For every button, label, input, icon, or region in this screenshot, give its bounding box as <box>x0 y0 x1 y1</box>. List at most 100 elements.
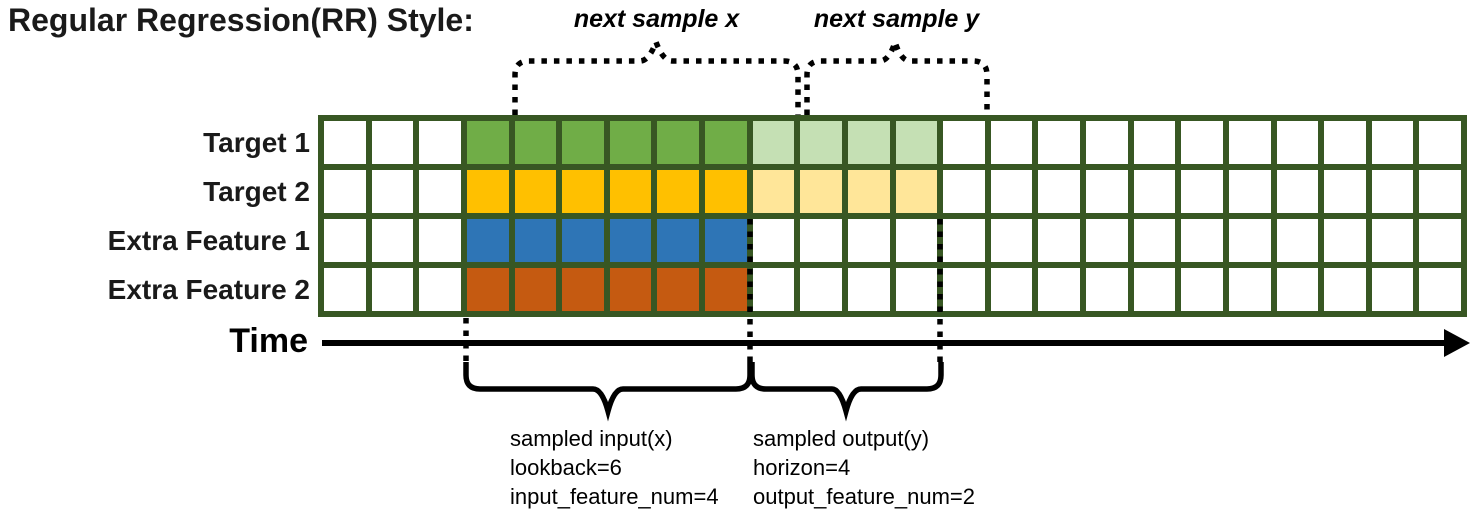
grid-cell <box>466 268 509 311</box>
grid-cell <box>609 219 652 262</box>
grid-cell <box>990 219 1033 262</box>
grid-cell <box>324 121 366 164</box>
grid-cell <box>1038 268 1080 311</box>
grid-cell <box>657 121 699 164</box>
grid-cell <box>1324 219 1366 262</box>
next-sample-x-brace <box>512 34 801 115</box>
grid-cell <box>324 219 366 262</box>
grid-cell <box>1038 121 1080 164</box>
next-sample-x-label: next sample x <box>573 5 740 33</box>
grid-cell <box>943 268 985 311</box>
grid-cell <box>1371 170 1414 213</box>
grid-cell <box>1181 170 1223 213</box>
grid-cell <box>657 219 699 262</box>
grid-cell <box>371 170 414 213</box>
grid-cell <box>1324 121 1366 164</box>
grid-cell <box>1324 170 1366 213</box>
grid-cell <box>324 170 366 213</box>
next-sample-y-brace <box>804 32 990 115</box>
grid-cell <box>514 121 557 164</box>
grid-cell <box>1371 268 1414 311</box>
grid-cell <box>1228 268 1271 311</box>
row-label: Extra Feature 1 <box>107 224 310 256</box>
grid-cell <box>990 121 1033 164</box>
grid-cell <box>1228 170 1271 213</box>
grid-cell <box>609 170 652 213</box>
grid-cell <box>847 219 890 262</box>
time-axis-arrowhead <box>1444 329 1470 357</box>
grid-cell <box>466 170 509 213</box>
grid-cell <box>562 170 604 213</box>
grid-cell <box>371 219 414 262</box>
grid-cell <box>1419 170 1461 213</box>
grid-cell <box>800 170 842 213</box>
lookback-value: lookback=6 <box>510 455 622 480</box>
grid-cell <box>609 121 652 164</box>
grid-cell <box>609 268 652 311</box>
grid-cell <box>943 121 985 164</box>
sampled-input-title: sampled input(x) <box>510 426 673 451</box>
grid-cell <box>1038 219 1080 262</box>
grid-cell <box>1371 121 1414 164</box>
grid-cell <box>752 170 795 213</box>
grid-cell <box>1181 268 1223 311</box>
grid-cell <box>1133 121 1176 164</box>
grid-cell <box>1419 121 1461 164</box>
grid-cell <box>1133 268 1176 311</box>
grid-cell <box>1276 268 1319 311</box>
grid-cell <box>800 268 842 311</box>
grid-cell <box>752 268 795 311</box>
grid-cell <box>514 219 557 262</box>
sampled-output-title: sampled output(y) <box>753 426 930 451</box>
grid-cell <box>1181 219 1223 262</box>
grid-cell <box>324 268 366 311</box>
grid-cell <box>990 268 1033 311</box>
grid-cell <box>847 170 890 213</box>
grid-cell <box>562 219 604 262</box>
time-axis-label: Time <box>229 322 308 360</box>
grid-cell <box>847 121 890 164</box>
grid-cell <box>1228 219 1271 262</box>
grid-cell <box>1133 170 1176 213</box>
grid-cell <box>1324 268 1366 311</box>
row-label: Target 2 <box>203 175 310 207</box>
grid-cell <box>1038 170 1080 213</box>
grid-cell <box>705 268 747 311</box>
grid-cell <box>419 268 461 311</box>
grid-cell <box>800 219 842 262</box>
sampled-output-brace <box>749 362 944 422</box>
grid-cell <box>419 121 461 164</box>
input-feature-num-value: input_feature_num=4 <box>510 484 719 509</box>
grid-cell <box>1276 219 1319 262</box>
grid-cell <box>1276 121 1319 164</box>
grid-cell <box>371 121 414 164</box>
grid-cell <box>1133 219 1176 262</box>
grid-cell <box>466 121 509 164</box>
grid-cell <box>705 219 747 262</box>
row-labels: Target 1 Target 2 Extra Feature 1 Extra Fea… <box>0 115 310 317</box>
next-sample-y-label: next sample y <box>813 5 980 33</box>
grid-cell <box>657 268 699 311</box>
row-label: Target 1 <box>203 126 310 158</box>
grid-cell <box>1419 268 1461 311</box>
diagram-title: Regular Regression(RR) Style: <box>8 2 474 38</box>
grid-cell <box>800 121 842 164</box>
grid-cell <box>847 268 890 311</box>
grid-cell <box>562 268 604 311</box>
grid-cell <box>1371 219 1414 262</box>
horizon-value: horizon=4 <box>753 455 851 480</box>
grid-cell <box>1276 170 1319 213</box>
grid-cell <box>562 121 604 164</box>
grid-cell <box>943 170 985 213</box>
grid-cell <box>419 219 461 262</box>
grid-cell <box>752 121 795 164</box>
output-feature-num-value: output_feature_num=2 <box>753 484 976 509</box>
grid-cell <box>895 268 938 311</box>
grid-cell <box>1086 121 1128 164</box>
grid-cell <box>895 121 938 164</box>
row-label: Extra Feature 2 <box>107 273 310 305</box>
grid-cell <box>419 170 461 213</box>
sampled-input-annotation: sampled input(x) lookback=6 input_featur… <box>510 424 719 511</box>
grid-cell <box>514 170 557 213</box>
grid-cell <box>1181 121 1223 164</box>
